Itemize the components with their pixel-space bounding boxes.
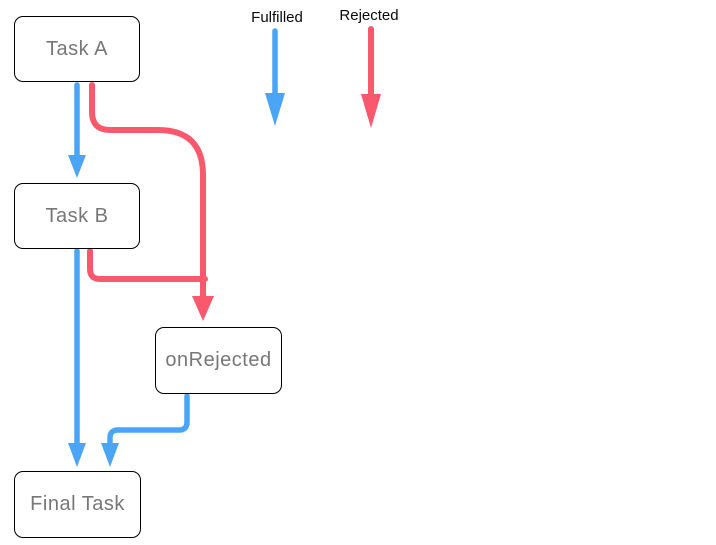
node-task-a: Task A	[14, 16, 140, 82]
node-final-task: Final Task	[14, 471, 141, 538]
edge-task-a-to-task-b	[68, 82, 86, 178]
arrowhead-icon	[101, 443, 119, 467]
node-task-b-label: Task B	[45, 204, 109, 227]
legend-fulfilled-arrow-icon	[265, 28, 285, 126]
node-task-b: Task B	[14, 183, 140, 249]
arrowhead-icon	[68, 155, 86, 178]
edge-task-b-to-on-rejected	[87, 248, 208, 282]
edge-on-rejected-to-final-task	[101, 393, 190, 467]
legend-rejected-label: Rejected	[339, 7, 399, 24]
node-on-rejected: onRejected	[155, 327, 282, 394]
arrowhead-icon	[68, 443, 86, 467]
legend-fulfilled-label: Fulfilled	[251, 9, 303, 26]
arrowhead-icon	[192, 296, 214, 321]
edge-task-a-to-on-rejected	[89, 82, 214, 321]
node-task-a-label: Task A	[46, 37, 108, 60]
node-final-task-label: Final Task	[30, 493, 125, 515]
node-on-rejected-label: onRejected	[165, 349, 272, 371]
edge-task-b-to-final-task	[68, 248, 86, 467]
legend-rejected-arrow-icon	[361, 26, 381, 128]
